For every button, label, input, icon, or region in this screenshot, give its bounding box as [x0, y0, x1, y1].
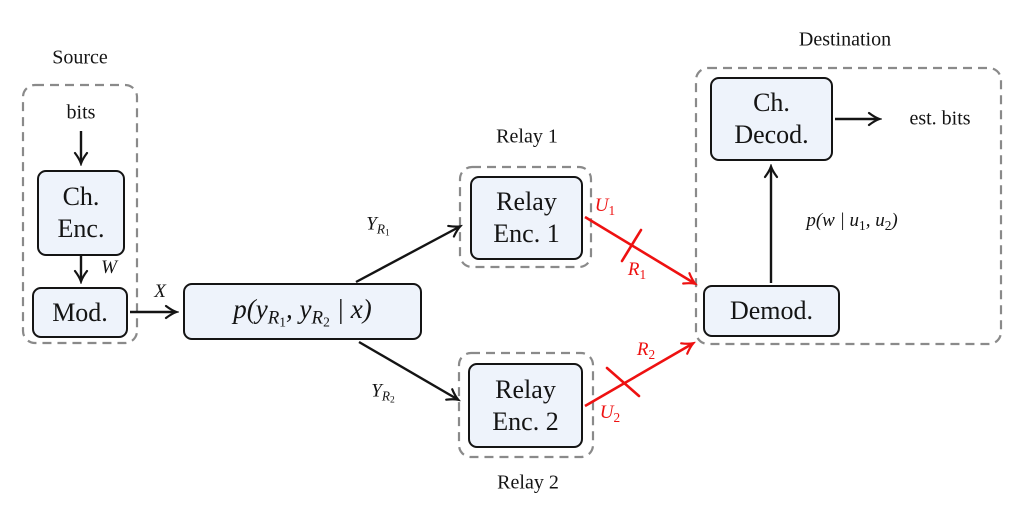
channel-law-formula: p(yR1, yR2 | x)	[233, 293, 372, 329]
relay-encoder-2-label-line1: Relay	[495, 374, 556, 404]
relay2-group-label: Relay 2	[497, 471, 559, 494]
rate-limit-tick-r2	[605, 366, 641, 398]
u1-signal-label: U1	[594, 195, 616, 218]
x-signal-label: X	[154, 281, 166, 302]
arrow-channel-to-relay2	[358, 340, 457, 399]
y-r2-signal-label: YR2	[371, 380, 395, 406]
r2-rate-label: R2	[636, 339, 656, 362]
channel-decoder-label-line2: Decod.	[734, 120, 809, 149]
relay-encoder-2-block: Relay Enc. 2	[468, 363, 583, 448]
relay-encoder-1-label-line2: Enc. 1	[493, 219, 560, 248]
destination-group-box	[694, 66, 1003, 346]
est-bits-label: est. bits	[909, 107, 971, 130]
modulator-label: Mod.	[52, 297, 108, 327]
arrow-channel-to-relay1	[355, 227, 459, 284]
demodulator-label: Demod.	[729, 296, 814, 326]
w-signal-label: W	[101, 257, 117, 278]
bits-label: bits	[66, 101, 96, 124]
rate-limit-tick-r1	[620, 228, 643, 263]
relay-encoder-1-label-line1: Relay	[496, 187, 557, 217]
relay-encoder-1-block: Relay Enc. 1	[470, 176, 583, 260]
channel-law-block: p(yR1, yR2 | x)	[183, 283, 422, 340]
r1-rate-label: R1	[627, 259, 647, 282]
u2-signal-label: U2	[599, 402, 621, 425]
channel-encoder-label-line1: Ch.	[62, 182, 100, 212]
channel-decoder-block: Ch. Decod.	[710, 77, 833, 161]
relay-encoder-2-label-line2: Enc. 2	[492, 406, 559, 436]
red-arrow-relay2-to-demodulator	[584, 344, 692, 408]
relay1-group-box	[458, 165, 593, 269]
red-arrow-relay1-to-demodulator	[584, 215, 694, 283]
decoder-law-label: p(w | u1, u2)	[806, 210, 898, 233]
channel-encoder-block: Ch. Enc.	[37, 170, 125, 256]
destination-group-label: Destination	[798, 28, 892, 51]
demodulator-block: Demod.	[703, 285, 840, 337]
channel-encoder-label-line2: Enc.	[57, 214, 105, 243]
source-group-box	[21, 83, 139, 345]
source-group-label: Source	[52, 46, 108, 69]
channel-decoder-label-line1: Ch.	[753, 88, 790, 118]
relay1-group-label: Relay 1	[496, 125, 558, 148]
y-r1-signal-label: YR1	[366, 213, 390, 239]
modulator-block: Mod.	[32, 287, 128, 338]
relay2-group-box	[457, 351, 595, 459]
